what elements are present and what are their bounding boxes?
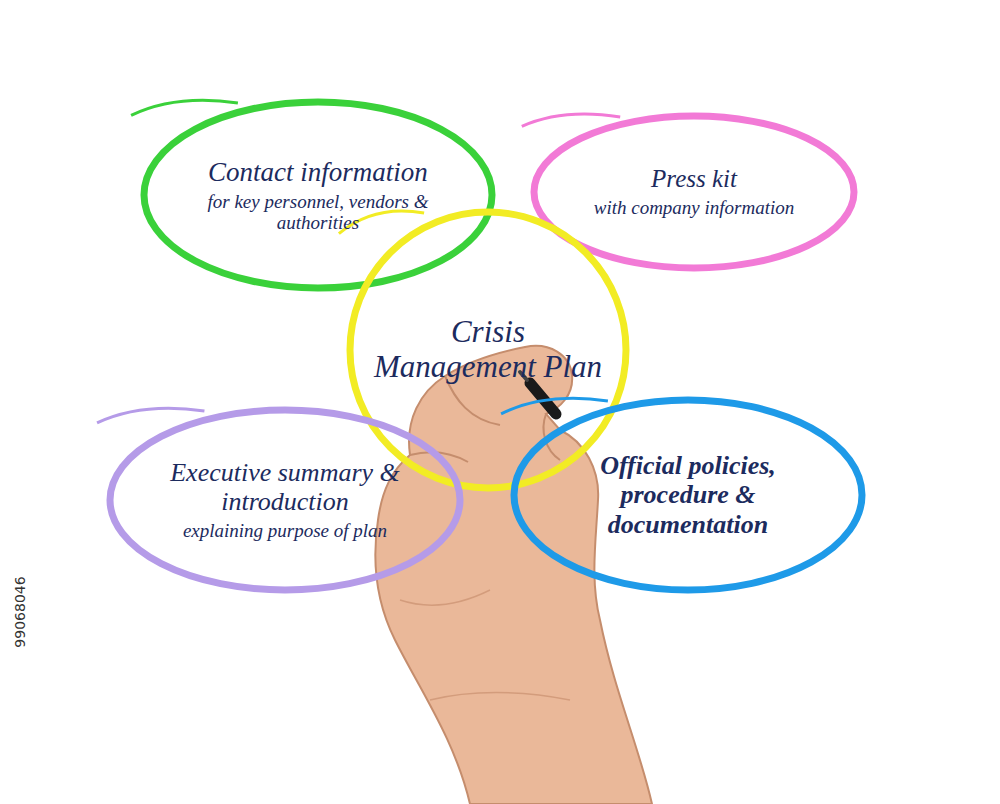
node-body: for key personnel, vendors & authorities (168, 191, 468, 234)
ellipse-stroke (350, 212, 626, 488)
ellipse-stroke (514, 400, 862, 590)
marker-tail (339, 211, 424, 234)
node-body: explaining purpose of plan (183, 520, 387, 541)
ellipse-node: Contact information for key personnel, ve… (140, 98, 496, 292)
ellipse-node: Executive summary & introduction explaini… (106, 406, 464, 594)
ellipse-node: Official policies, procedure & documenta… (510, 396, 866, 594)
marker-tail (522, 114, 620, 126)
node-heading: Contact information (208, 157, 428, 187)
ellipse-stroke (110, 410, 460, 590)
node-heading: Executive summary & introduction (140, 458, 430, 516)
stock-id-label: 99068046 (12, 576, 28, 647)
node-heading: Press kit (651, 165, 737, 193)
marker-tail (131, 100, 238, 115)
marker-tail (97, 408, 204, 423)
ellipse-node: Crisis Management Plan (346, 208, 630, 492)
node-heading: Official policies, procedure & documenta… (543, 451, 833, 538)
ellipse-stroke (144, 102, 492, 288)
node-body: with company information (594, 197, 795, 218)
node-heading: Crisis Management Plan (373, 315, 603, 384)
marker-tail (501, 398, 608, 413)
